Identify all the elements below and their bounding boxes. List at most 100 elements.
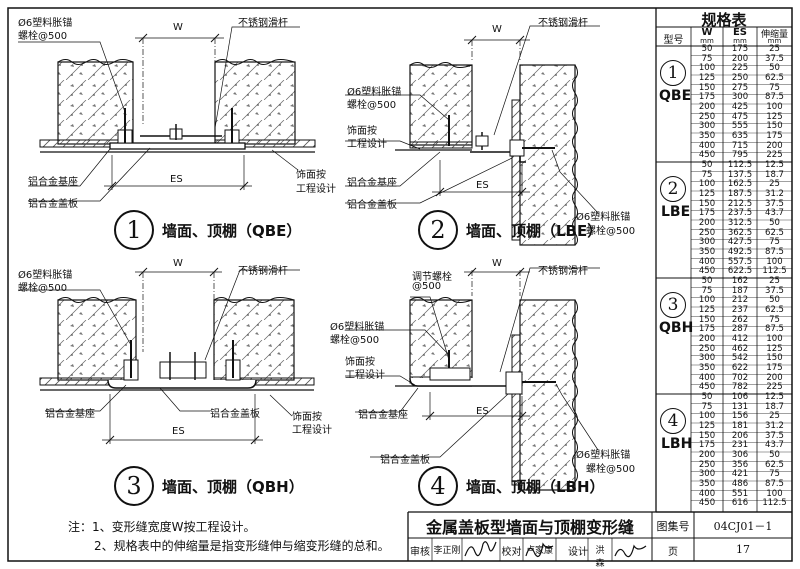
p3-rod-label: 不锈钢滑杆 [238, 266, 288, 277]
spec-cell-w: 50 [701, 160, 713, 170]
spec-cell-w: 200 [698, 102, 716, 112]
spec-header-type: 型号 [663, 35, 684, 46]
spec-cell-stretch: 100 [766, 102, 783, 112]
p2-anchor2-label-2: 螺栓@500 [586, 226, 636, 237]
p2-anchor2-label-1: Ø6塑料胀锚 [576, 212, 631, 223]
spec-cell-w: 300 [698, 469, 716, 480]
reviewer-name: 李正刚 [433, 546, 461, 556]
spec-cell-w: 150 [698, 198, 716, 209]
spec-cell-w: 350 [698, 247, 716, 257]
spec-cell-es: 356 [731, 459, 749, 470]
spec-cell-es: 131 [731, 401, 749, 412]
spec-cell-es: 262 [731, 314, 749, 325]
spec-cell-es: 622.5 [727, 266, 753, 277]
p4-cover-label: 铝合金盖板 [380, 455, 430, 466]
spec-header-stretch: 伸缩量 [760, 30, 788, 40]
spec-cell-es: 306 [731, 450, 749, 460]
spec-cell-w: 150 [698, 430, 716, 441]
spec-table-grid [656, 26, 792, 513]
spec-cell-es: 212 [731, 295, 749, 306]
spec-cell-stretch: 150 [766, 121, 783, 132]
spec-cell-es: 200 [731, 53, 749, 64]
p1-rod-label: 不锈钢滑杆 [238, 18, 288, 29]
spec-row-lines [691, 55, 792, 501]
spec-header-stretch-unit: mm [767, 37, 782, 45]
p4-anchor-label-1: Ø6塑料胀锚 [330, 322, 385, 333]
spec-cell-es: 156 [731, 411, 749, 422]
atlas-number: 04CJ01－1 [713, 520, 773, 533]
spec-cell-w: 100 [698, 63, 716, 74]
spec-cell-w: 350 [698, 479, 716, 489]
spec-cell-es: 237.5 [727, 208, 753, 219]
spec-cell-es: 715 [731, 140, 749, 151]
spec-cell-w: 450 [698, 382, 716, 393]
spec-cell-es: 542 [731, 353, 749, 364]
spec-cell-w: 50 [701, 392, 713, 402]
note-line-2: 2、规格表中的伸缩量是指变形缝伸与缩变形缝的总和。 [94, 539, 390, 553]
p1-base-label: 铝合金基座 [28, 177, 78, 188]
spec-table-title: 规格表 [701, 11, 747, 29]
spec-cell-w: 200 [698, 334, 716, 344]
spec-cell-w: 200 [698, 218, 716, 228]
spec-cell-es: 557.5 [727, 256, 753, 267]
check-label: 校对 [501, 547, 522, 558]
spec-cell-w: 350 [698, 131, 716, 141]
spec-cell-es: 106 [731, 392, 749, 402]
spec-cell-stretch: 112.5 [762, 498, 787, 509]
group-4-code: LBH [661, 436, 693, 452]
spec-cell-w: 300 [698, 353, 716, 364]
spec-header-es: ES [732, 27, 748, 38]
title-block-grid [407, 511, 792, 561]
spec-cell-stretch: 150 [766, 353, 783, 364]
panel-3-title: 墙面、顶棚（QBH） [162, 478, 304, 496]
p2-finish-label-2: 工程设计 [347, 139, 387, 150]
p4-rod-label: 不锈钢滑杆 [538, 266, 588, 277]
panel-3-drawing [18, 267, 315, 445]
spec-cell-stretch: 25 [769, 179, 780, 190]
spec-cell-w: 125 [698, 189, 716, 199]
spec-cell-w: 400 [698, 256, 716, 267]
spec-cell-w: 400 [698, 372, 716, 383]
spec-cell-w: 400 [698, 488, 716, 499]
spec-cell-w: 125 [698, 305, 716, 315]
spec-cell-w: 175 [698, 440, 716, 451]
spec-cell-es: 427.5 [727, 237, 753, 248]
spec-cell-stretch: 50 [769, 295, 780, 306]
spec-header-w: W [701, 27, 713, 38]
group-2-code: LBE [661, 204, 691, 220]
spec-cell-stretch: 125 [766, 111, 783, 122]
spec-cell-stretch: 50 [769, 218, 780, 228]
checker-name: 卢家康 [525, 546, 553, 556]
p1-cover-label: 铝合金盖板 [28, 199, 78, 210]
spec-cell-es: 486 [731, 479, 749, 489]
spec-cell-stretch: 31.2 [765, 421, 784, 431]
spec-cell-w: 250 [698, 227, 716, 238]
spec-cell-es: 287 [731, 324, 749, 335]
spec-cell-es: 555 [731, 121, 749, 132]
spec-cell-w: 100 [698, 179, 716, 190]
panel-2-number: 2 [418, 210, 458, 250]
spec-cell-es: 425 [731, 102, 749, 112]
spec-row: 300 542 150 [691, 354, 792, 364]
spec-cell-stretch: 125 [766, 343, 783, 354]
spec-cell-stretch: 87.5 [765, 247, 784, 257]
